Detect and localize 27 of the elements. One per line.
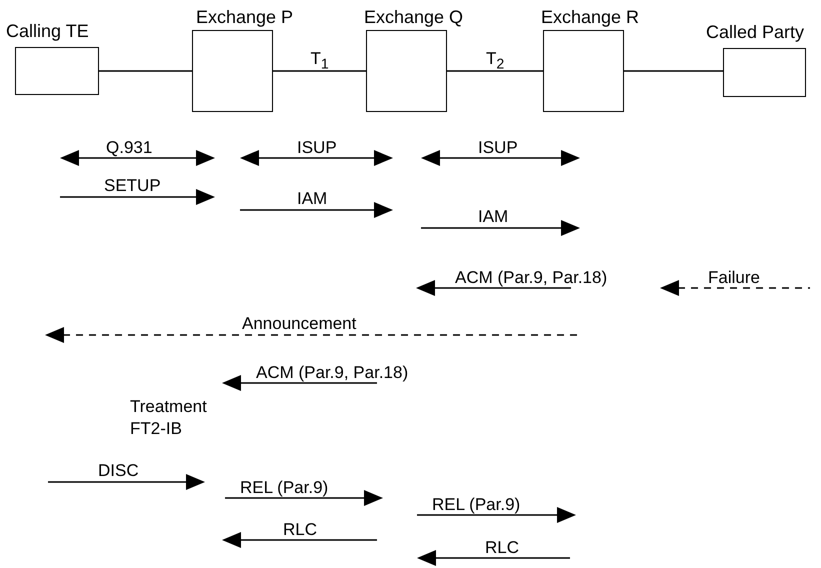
note-text: Treatment FT2-IB xyxy=(130,396,208,440)
message-label: ACM (Par.9, Par.18) xyxy=(455,268,608,287)
node-heading: Exchange P xyxy=(196,7,294,28)
connector-line xyxy=(447,70,543,72)
message-label: RLC xyxy=(283,520,318,539)
connector-line xyxy=(273,70,366,72)
node-heading: Called Party xyxy=(706,22,804,43)
message-label: Failure xyxy=(708,268,760,287)
message-label: ISUP xyxy=(297,138,337,157)
message-label: DISC xyxy=(98,461,139,480)
connector-line xyxy=(99,70,192,72)
node-heading: Exchange R xyxy=(541,7,640,28)
node-heading: Exchange Q xyxy=(364,7,464,28)
message-label: ISUP xyxy=(478,138,518,157)
connector-line xyxy=(624,70,723,72)
message-label: ACM (Par.9, Par.18) xyxy=(256,363,408,382)
message-label: REL (Par.9) xyxy=(432,495,520,514)
edge-label: T$_{2}$ xyxy=(485,50,506,74)
edge-label: T$_{1}$ xyxy=(310,50,330,74)
message-label: IAM xyxy=(297,189,328,208)
message-label: REL (Par.9) xyxy=(240,478,328,497)
message-label: Announcement xyxy=(242,314,356,333)
message-label: Q.931 xyxy=(106,138,152,157)
node-heading: Calling TE xyxy=(6,21,89,42)
message-label: RLC xyxy=(485,538,520,557)
message-label: IAM xyxy=(478,207,508,226)
message-label: SETUP xyxy=(104,176,161,195)
